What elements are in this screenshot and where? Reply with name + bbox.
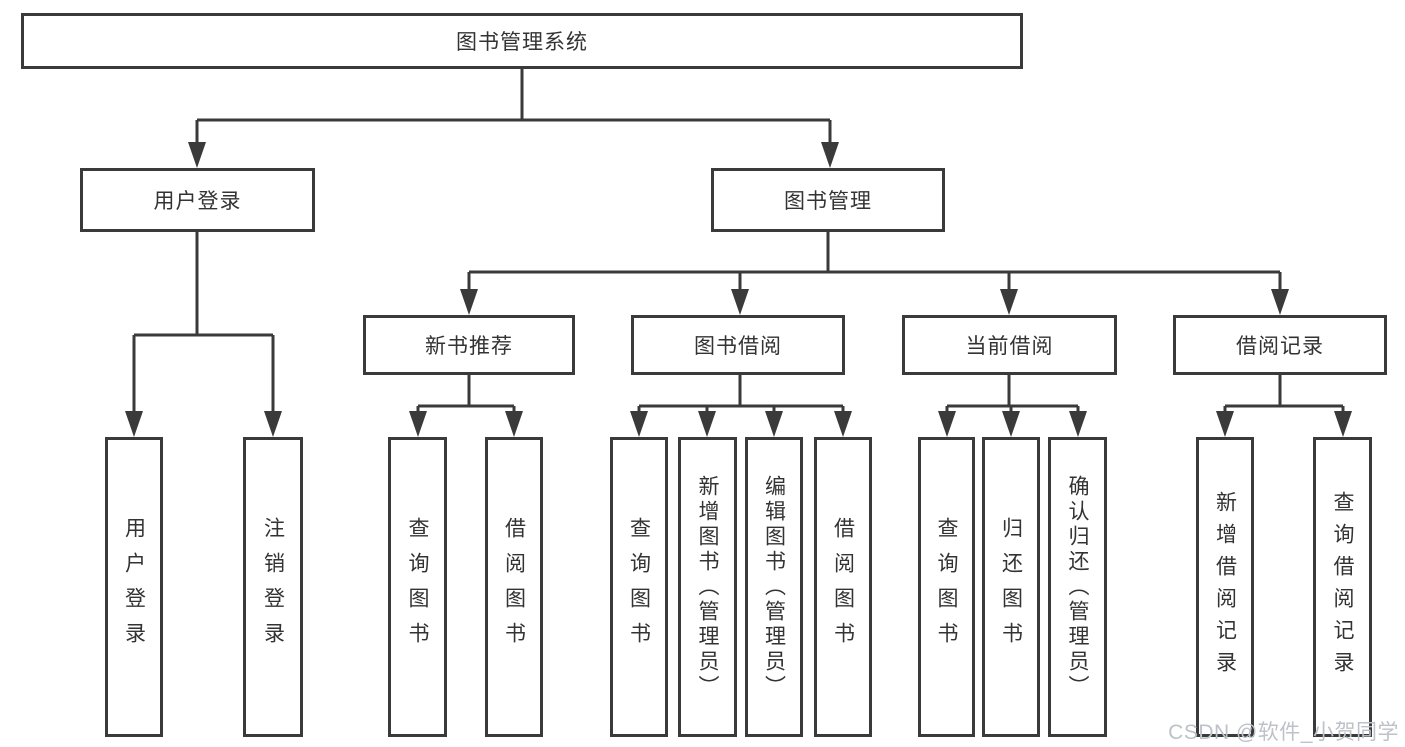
node-label: 图书管理: [784, 190, 872, 213]
node-label: 借阅记录: [1236, 335, 1324, 358]
node-label: 新书推荐: [425, 335, 513, 358]
node-book-borrow: 图书借阅: [631, 315, 845, 375]
node-label: 图书借阅: [694, 335, 782, 358]
leaf-query-books-recommend: 查询图书: [388, 437, 447, 737]
leaf-add-borrow-record: 新增借阅记录: [1196, 437, 1254, 737]
leaf-logout: 注销登录: [243, 437, 303, 737]
leaf-query-books-current: 查询图书: [918, 437, 975, 737]
leaf-add-books-admin: 新增图书（管理员）: [678, 437, 737, 737]
leaf-query-borrow-record: 查询借阅记录: [1313, 437, 1372, 737]
node-label: 新增借阅记录: [1213, 491, 1237, 683]
leaf-confirm-return-admin: 确认归还（管理员）: [1048, 437, 1107, 737]
node-borrow-records: 借阅记录: [1173, 315, 1387, 375]
node-label: 编辑图书（管理员）: [762, 474, 786, 700]
node-label: 借阅图书: [502, 517, 526, 657]
node-user-login: 用户登录: [80, 168, 315, 232]
node-new-book-recommend: 新书推荐: [363, 315, 575, 375]
node-label: 借阅图书: [831, 517, 855, 657]
leaf-query-books-borrow: 查询图书: [610, 437, 668, 737]
node-label: 用户登录: [153, 190, 242, 213]
node-book-management: 图书管理: [711, 168, 945, 232]
node-label: 归还图书: [999, 517, 1023, 657]
leaf-borrow-books-recommend: 借阅图书: [485, 437, 543, 737]
leaf-borrow-books: 借阅图书: [814, 437, 872, 737]
node-label: 新增图书（管理员）: [696, 474, 719, 700]
node-label: 确认归还（管理员）: [1066, 474, 1089, 700]
node-label: 查询借阅记录: [1331, 491, 1354, 683]
node-label: 当前借阅: [965, 335, 1054, 358]
node-label: 查询图书: [406, 517, 429, 657]
node-library-management-system: 图书管理系统: [21, 13, 1023, 69]
leaf-return-books: 归还图书: [982, 437, 1040, 737]
node-label: 用户登录: [122, 517, 146, 657]
node-label: 注销登录: [261, 517, 285, 657]
node-label: 查询图书: [935, 517, 958, 657]
leaf-edit-books-admin: 编辑图书（管理员）: [745, 437, 803, 737]
csdn-watermark: CSDN @软件_小贺同学: [1168, 721, 1399, 744]
node-label: 图书管理系统: [456, 31, 588, 54]
connector-edges: [132, 69, 1345, 415]
leaf-user-login: 用户登录: [105, 437, 163, 737]
arrowhead-icon: [125, 142, 1352, 437]
node-current-borrow: 当前借阅: [902, 315, 1117, 375]
node-label: 查询图书: [627, 517, 651, 657]
